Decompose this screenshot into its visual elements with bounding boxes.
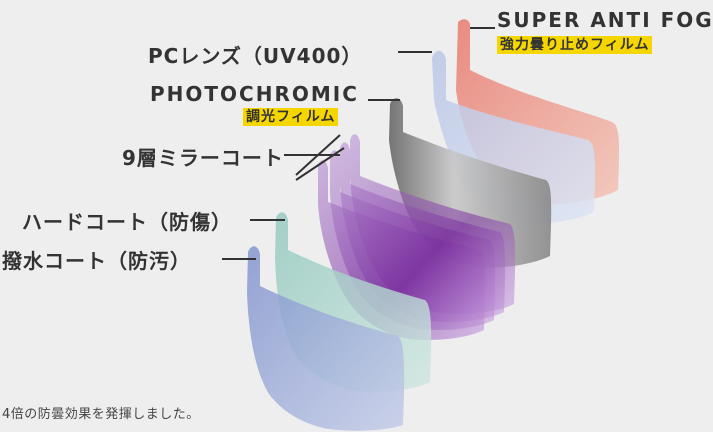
super-anti-fog-sub-label: 強力曇り止めフィルム	[497, 36, 653, 54]
pc-lens-label: PCレンズ（UV400）	[148, 44, 363, 68]
caption-text: 4倍の防曇効果を発揮しました。	[2, 407, 200, 422]
super-anti-fog-label: SUPER ANTI FOG	[497, 8, 713, 32]
water-repellent-label: 撥水コート（防汚）	[2, 249, 191, 273]
leader-lines	[222, 27, 495, 260]
mirror-coat-label: 9層ミラーコート	[122, 146, 284, 170]
photochromic-sub-label: 調光フィルム	[243, 108, 339, 126]
photochromic-label: PHOTOCHROMIC	[150, 82, 359, 106]
water-repellent-layer	[247, 246, 405, 431]
hard-coat-label: ハードコート（防傷）	[22, 210, 232, 234]
